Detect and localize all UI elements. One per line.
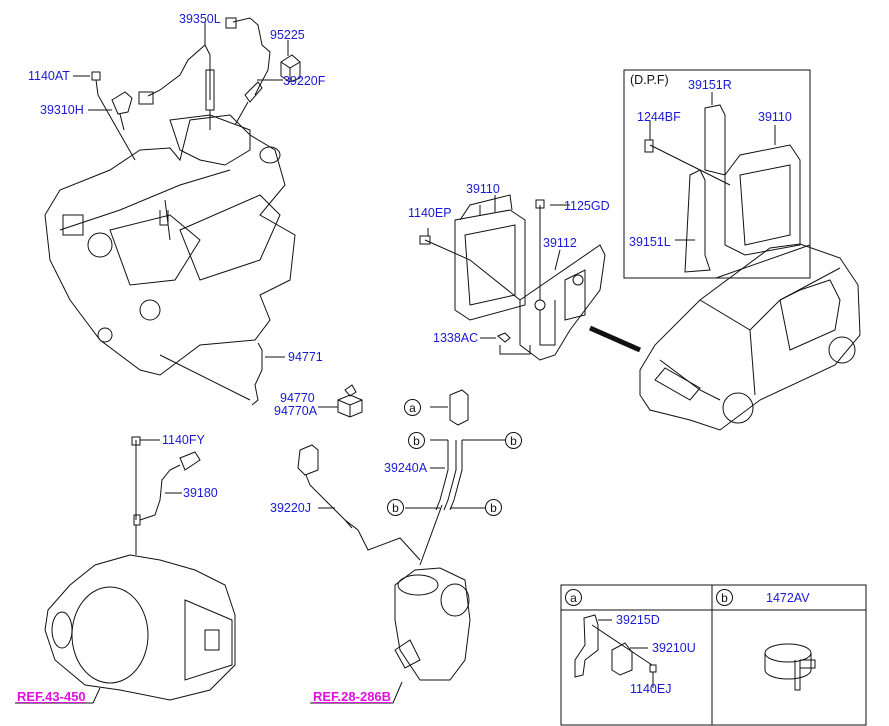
part-label-39210U[interactable]: 39210U: [652, 641, 696, 655]
part-label-1244BF[interactable]: 1244BF: [637, 110, 681, 124]
part-label-39110[interactable]: 39110: [466, 182, 500, 196]
part-label-39112[interactable]: 39112: [543, 236, 577, 250]
part-label-1140FY[interactable]: 1140FY: [162, 433, 205, 447]
part-label-94770[interactable]: 94770: [280, 391, 315, 405]
part-label-1472AV[interactable]: 1472AV: [766, 591, 810, 605]
part-label-1140AT[interactable]: 1140AT: [28, 69, 70, 83]
part-label-39151L[interactable]: 39151L: [629, 235, 671, 249]
ecu-bracket-drawing: [419, 194, 606, 361]
part-label-95225[interactable]: 95225: [270, 28, 305, 42]
part-label-39110-dpf[interactable]: 39110: [758, 110, 792, 124]
callout-b-upper-right[interactable]: b: [505, 432, 522, 449]
part-label-39215D[interactable]: 39215D: [616, 613, 660, 627]
engine-block-drawing: [44, 114, 296, 376]
dpf-ecu-drawing: [644, 104, 801, 273]
part-label-39220J[interactable]: 39220J: [270, 501, 312, 515]
callout-b-upper-left[interactable]: b: [408, 432, 425, 449]
part-label-94771[interactable]: 94771: [288, 350, 323, 364]
callout-a[interactable]: a: [404, 399, 421, 416]
part-label-39220F[interactable]: 39220F: [283, 74, 326, 88]
part-label-39350L[interactable]: 39350L: [179, 12, 221, 26]
reference-link-43-450[interactable]: REF.43-450: [17, 689, 86, 704]
transmission-drawing: [44, 554, 236, 701]
legend-table-frame: [560, 584, 867, 726]
part-label-94770A[interactable]: 94770A: [274, 404, 318, 418]
part-label-39310H[interactable]: 39310H: [40, 103, 84, 117]
legend-b-clamp-drawing: [764, 643, 816, 691]
part-label-1338AC[interactable]: 1338AC: [433, 331, 479, 345]
legend-key-b: b: [716, 589, 733, 606]
vehicle-drawing: [639, 243, 861, 431]
part-label-1140EJ[interactable]: 1140EJ: [630, 682, 672, 696]
callout-b-lower-left[interactable]: b: [387, 499, 404, 516]
part-label-1125GD[interactable]: 1125GD: [564, 199, 610, 213]
callout-b-lower-right[interactable]: b: [485, 499, 502, 516]
part-label-39151R[interactable]: 39151R: [688, 78, 732, 92]
legend-a-drawing: [574, 614, 657, 688]
dpf-catalyst-drawing: [394, 567, 471, 681]
legend-key-a: a: [565, 589, 582, 606]
reference-link-28-286B[interactable]: REF.28-286B: [313, 689, 392, 704]
part-label-1140EP[interactable]: 1140EP: [408, 206, 452, 220]
part-label-39240A[interactable]: 39240A: [384, 461, 428, 475]
part-label-39180[interactable]: 39180: [183, 486, 218, 500]
dpf-box-header: (D.P.F): [630, 73, 669, 87]
